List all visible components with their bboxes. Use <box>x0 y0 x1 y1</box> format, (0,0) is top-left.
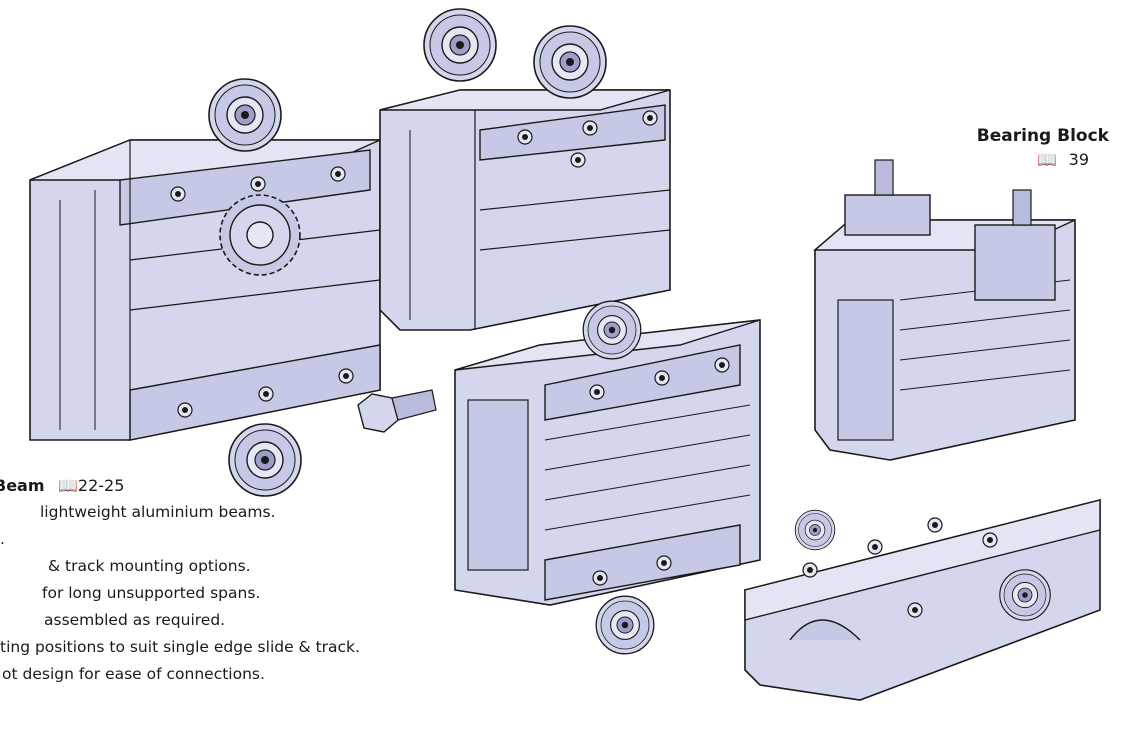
book-icon: 📖 <box>58 476 78 495</box>
bearing-block-title: Bearing Block <box>976 126 1109 146</box>
beam-title: Beam <box>0 476 45 495</box>
feature-line-7: ot design for ease of connections. <box>2 665 265 683</box>
feature-line-4: for long unsupported spans. <box>42 584 261 602</box>
beam-center <box>454 300 761 655</box>
beam-ref-num: 22-25 <box>77 476 125 495</box>
feature-line-3: & track mounting options. <box>48 557 251 575</box>
bearing-block-page-ref: 39 <box>1068 150 1089 169</box>
book-icon: 📖 <box>1037 150 1057 169</box>
beam-with-wheels <box>379 8 671 331</box>
bearing-block-assembly <box>813 159 1076 461</box>
hex-bolt <box>357 389 437 433</box>
feature-line-6: ting positions to suit single edge slide… <box>0 638 360 656</box>
feature-line-1: lightweight aluminium beams. <box>40 503 276 521</box>
slide-carriage <box>744 498 1101 701</box>
feature-line-5: assembled as required. <box>44 611 226 629</box>
feature-line-2: . <box>0 530 5 548</box>
beam-page-ref: 📖22-25 <box>58 476 124 495</box>
beam-with-rack <box>29 78 381 497</box>
